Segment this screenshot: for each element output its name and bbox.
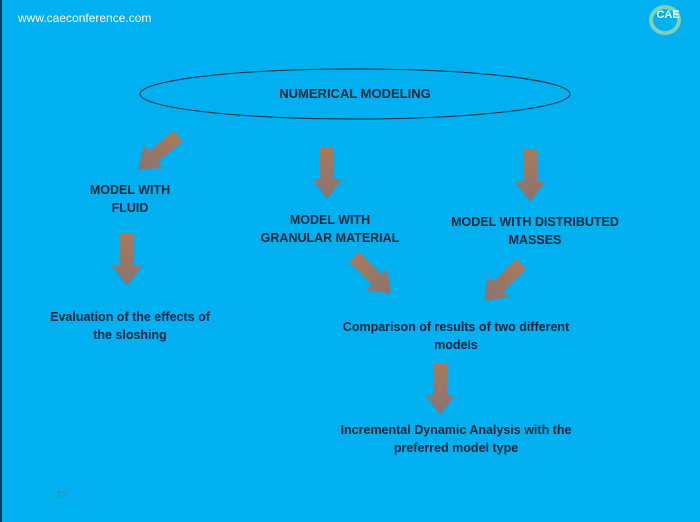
node-ida: Incremental Dynamic Analysis with the pr… bbox=[340, 423, 572, 455]
page-number: 12 bbox=[56, 490, 68, 501]
cae-logo: CAE bbox=[649, 5, 681, 35]
node-sloshing: Evaluation of the effects of the sloshin… bbox=[50, 310, 210, 342]
root-ellipse bbox=[139, 68, 571, 120]
svg-text:CAE: CAE bbox=[656, 9, 679, 21]
arrow-to-granular bbox=[312, 147, 342, 199]
node-model-distributed: MODEL WITH DISTRIBUTED MASSES bbox=[451, 215, 619, 247]
node-model-fluid: MODEL WITH FLUID bbox=[89, 183, 171, 215]
arrow-to-ida bbox=[425, 363, 455, 415]
arrow-granular-to-comparison bbox=[343, 246, 402, 305]
arrow-to-fluid bbox=[128, 124, 188, 181]
slide-edge bbox=[0, 0, 2, 522]
conference-url: www.caeconference.com bbox=[18, 11, 152, 25]
arrow-to-sloshing bbox=[112, 234, 142, 286]
node-comparison: Comparison of results of two different m… bbox=[342, 320, 570, 352]
root-node: NUMERICAL MODELING bbox=[279, 86, 431, 101]
arrow-to-distributed bbox=[515, 150, 545, 202]
node-model-granular: MODEL WITH GRANULAR MATERIAL bbox=[260, 213, 400, 245]
arrow-distributed-to-comparison bbox=[473, 253, 532, 312]
